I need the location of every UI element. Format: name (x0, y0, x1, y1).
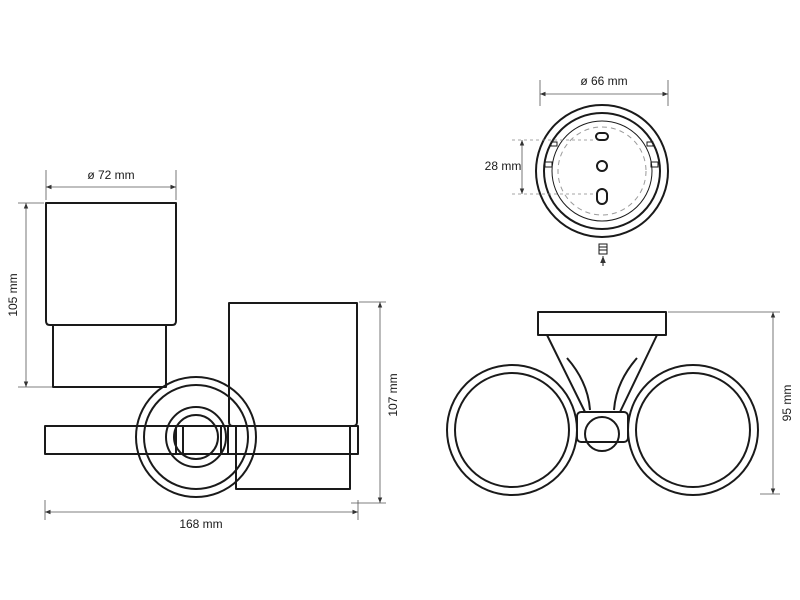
cup-diameter-label: ø 72 mm (87, 168, 134, 182)
left-ring (446, 364, 578, 496)
grub-screw-icon (598, 243, 608, 266)
left-tumbler (45, 202, 177, 388)
dim-overall-height: 107 mm (351, 301, 400, 504)
top-view: 95 mm (446, 311, 794, 496)
dim-mount-diameter: ø 66 mm (539, 74, 669, 106)
overall-width-label: 168 mm (179, 517, 222, 531)
dim-hole-spacing: 28 mm (485, 139, 596, 195)
dim-top-depth: 95 mm (668, 311, 794, 495)
mount-slot-icon (595, 132, 609, 141)
right-tumbler (228, 302, 358, 490)
wall-plate (537, 311, 667, 336)
dim-cup-height: 105 mm (6, 202, 52, 388)
center-hub (576, 411, 629, 452)
holder-arm (44, 425, 359, 455)
overall-height-label: 107 mm (386, 373, 400, 416)
cup-height-label: 105 mm (6, 273, 20, 316)
mount-diameter-label: ø 66 mm (580, 74, 627, 88)
mount-hole-icon (596, 160, 608, 172)
wall-rosette (135, 376, 257, 498)
mount-slot-icon (596, 188, 608, 205)
hole-spacing-label: 28 mm (485, 159, 522, 173)
front-view: ø 72 mm 105 mm 107 mm 168 mm (6, 168, 400, 531)
top-depth-label: 95 mm (780, 385, 794, 422)
right-ring (627, 364, 759, 496)
dim-cup-diameter: ø 72 mm (45, 168, 177, 200)
mount-view: ø 66 mm 28 mm (485, 74, 669, 266)
dim-overall-width: 168 mm (44, 500, 359, 531)
